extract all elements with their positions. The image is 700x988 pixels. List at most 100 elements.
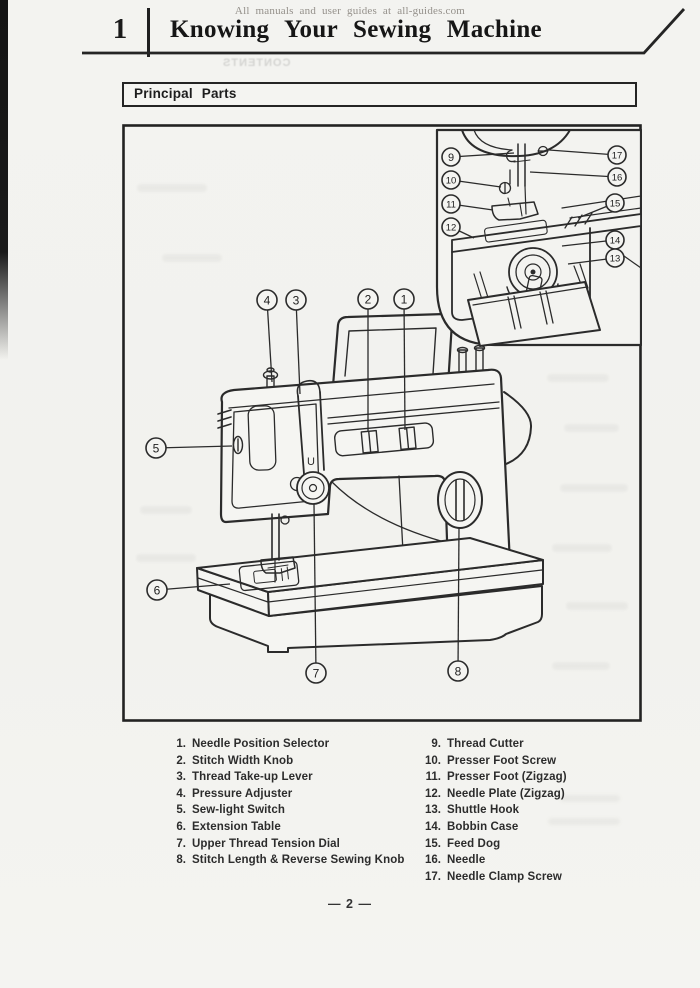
svg-text:11: 11 bbox=[446, 199, 456, 210]
legend-item-number: 3. bbox=[176, 771, 186, 784]
diagram-border bbox=[122, 124, 642, 722]
svg-text:7: 7 bbox=[313, 666, 320, 680]
svg-text:6: 6 bbox=[154, 583, 161, 597]
legend-item: 6.Extension Table bbox=[156, 819, 410, 836]
legend-item: 16. Needle bbox=[411, 852, 651, 869]
head-underside bbox=[461, 129, 571, 158]
svg-text:9: 9 bbox=[448, 152, 454, 164]
legend-item-label: Feed Dog bbox=[447, 837, 501, 850]
bleedthrough-smudge bbox=[560, 795, 620, 802]
legend-item-number: 5. bbox=[176, 804, 186, 817]
callout-4: 4 bbox=[256, 289, 278, 383]
legend-item-number: 11. bbox=[425, 771, 441, 784]
callout-10: 10 bbox=[441, 170, 502, 190]
legend-item: 14.Bobbin Case bbox=[411, 819, 651, 836]
bed-opening bbox=[451, 227, 591, 321]
sew-light-switch bbox=[232, 435, 244, 455]
legend-item-label: Needle Plate (Zigzag) bbox=[447, 787, 565, 800]
face-plate bbox=[247, 405, 277, 471]
legend-item-number: 7. bbox=[176, 837, 186, 850]
page-number: — 2 — bbox=[328, 897, 372, 911]
legend-item-number: 1. bbox=[176, 738, 186, 750]
bleedthrough-smudge bbox=[548, 818, 620, 825]
chapter-divider bbox=[147, 8, 150, 57]
legend-item-label: Shuttle Hook bbox=[447, 804, 520, 817]
svg-text:5: 5 bbox=[153, 441, 160, 455]
legend-item: 2.Stitch Width Knob bbox=[156, 753, 410, 770]
svg-text:14: 14 bbox=[610, 235, 621, 246]
thread-take-up-strip: U bbox=[296, 379, 325, 475]
legend-item-label: Upper Thread Tension Dial bbox=[192, 837, 340, 850]
legend-item: 3. Thread Take-up Lever bbox=[156, 769, 410, 786]
callout-11: 11 bbox=[441, 194, 494, 214]
legend-item-number: 8. bbox=[176, 854, 186, 867]
bleedthrough-smudges bbox=[136, 184, 628, 670]
cover-plate bbox=[467, 281, 601, 347]
diagram-panel: U bbox=[122, 124, 642, 722]
body-seam bbox=[331, 481, 453, 545]
legend-item-label: Thread Take-up Lever bbox=[192, 771, 313, 784]
legend-item-number: 13. bbox=[425, 804, 441, 817]
svg-text:13: 13 bbox=[610, 253, 621, 264]
legend-item-number: 16. bbox=[425, 854, 441, 867]
legend-item-label: Thread Cutter bbox=[447, 738, 524, 750]
callout-14: 14 bbox=[561, 230, 625, 250]
legend-item-label: Needle bbox=[447, 854, 486, 867]
legend-item-number: 9. bbox=[431, 738, 441, 750]
legend-item: 10. Presser Foot Screw bbox=[411, 753, 651, 770]
legend-item-label: Pressure Adjuster bbox=[192, 787, 293, 800]
presser-foot-screw bbox=[498, 181, 512, 195]
scan-edge-shadow bbox=[0, 0, 8, 360]
stitch-selector-panel bbox=[334, 422, 435, 457]
arm-groove-lines bbox=[327, 401, 500, 425]
balance-wheel bbox=[503, 391, 533, 465]
machine-body bbox=[219, 368, 512, 570]
legend-item-label: Needle Position Selector bbox=[192, 738, 330, 750]
svg-text:3: 3 bbox=[293, 293, 300, 307]
legend-item-number: 12. bbox=[425, 787, 441, 800]
legend-item-label: Needle Clamp Screw bbox=[447, 870, 562, 883]
bleedthrough-ghost-text: CONTENTS bbox=[222, 57, 291, 69]
stitch-length-knob bbox=[437, 471, 483, 529]
svg-text:2: 2 bbox=[365, 292, 372, 306]
sewing-machine-drawing: U bbox=[196, 312, 544, 653]
legend-item-number: 2. bbox=[176, 754, 186, 767]
legend-item-number: 4. bbox=[176, 787, 186, 800]
needle-clamp-screw bbox=[537, 145, 549, 157]
needle bbox=[524, 185, 527, 215]
svg-text:15: 15 bbox=[610, 198, 621, 209]
chapter-number: 1 bbox=[112, 13, 128, 45]
callout-17: 17 bbox=[548, 145, 627, 165]
legend-item-number: 17. bbox=[425, 870, 441, 883]
callout-12: 12 bbox=[441, 217, 475, 239]
legend-item: 7. Upper Thread Tension Dial bbox=[156, 836, 410, 853]
section-title-box: Principal Parts bbox=[122, 82, 637, 107]
bobbin-case bbox=[508, 247, 558, 304]
shuttle-levers bbox=[473, 263, 589, 307]
legend-item-number: 10. bbox=[425, 754, 441, 767]
callout-5: 5 bbox=[145, 437, 233, 459]
legend-item: 1. Needle Position Selector bbox=[156, 736, 410, 753]
legend-item-number: 14. bbox=[425, 820, 441, 833]
legend-item-label: Presser Foot Screw bbox=[447, 754, 557, 767]
svg-text:16: 16 bbox=[612, 172, 623, 183]
legend-item: 9. Thread Cutter bbox=[411, 736, 651, 753]
plate-markings bbox=[484, 219, 548, 243]
legend-left-column: 1. Needle Position Selector 2.Stitch Width… bbox=[156, 736, 410, 869]
legend-item-number: 15. bbox=[425, 837, 441, 850]
watermark-text: All manuals and user guides at all-guide… bbox=[234, 5, 466, 17]
callout-2: 2 bbox=[357, 288, 379, 432]
callout-7: 7 bbox=[305, 503, 327, 684]
legend-item: 4. Pressure Adjuster bbox=[156, 786, 410, 803]
svg-text:12: 12 bbox=[446, 222, 457, 233]
section-title: Principal Parts bbox=[134, 86, 237, 101]
legend-item: 17. Needle Clamp Screw bbox=[411, 869, 651, 886]
legend-item-label: Stitch Length & Reverse Sewing Knob bbox=[192, 854, 405, 867]
callout-3: 3 bbox=[285, 289, 307, 395]
callout-9: 9 bbox=[441, 147, 515, 167]
callout-15: 15 bbox=[577, 193, 625, 219]
callout-13: 13 bbox=[567, 248, 625, 268]
legend-item: 5.Sew-light Switch bbox=[156, 802, 410, 819]
